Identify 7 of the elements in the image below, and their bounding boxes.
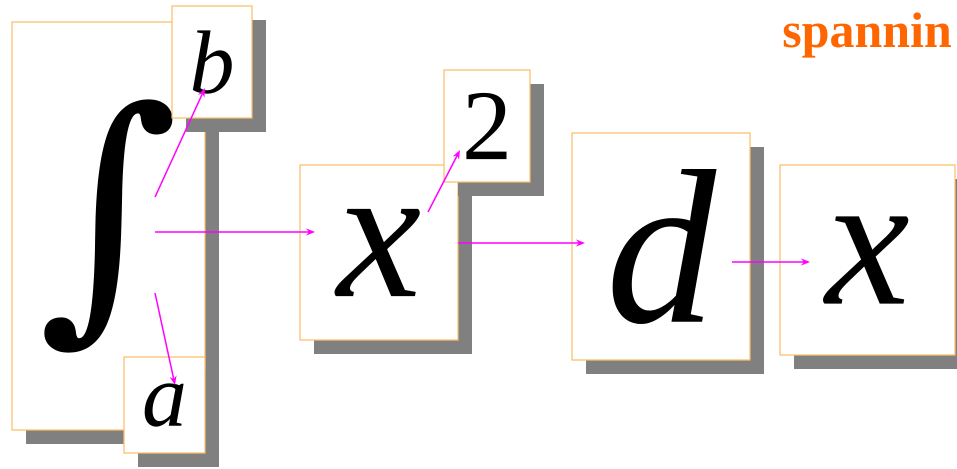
term-box: b [171,5,266,132]
term-box: d [571,132,764,374]
term-box: a [123,356,219,467]
term-box: x [299,164,472,354]
term-box: x [779,164,957,369]
title: spannin [784,12,952,58]
term-box: 2 [443,69,544,196]
